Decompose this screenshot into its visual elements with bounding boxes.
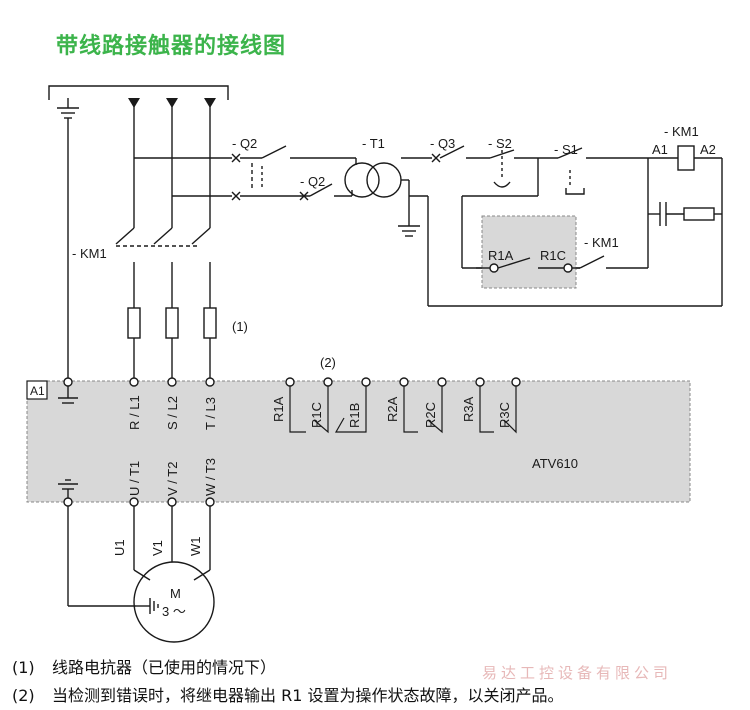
- reactor-l2: [165, 307, 179, 339]
- drive-atv610: [26, 380, 691, 503]
- diagram-title: 带线路接触器的接线图: [56, 34, 287, 59]
- label-terminal-l3: T / L3: [203, 397, 218, 430]
- drive-bottom-ground-icon: [58, 479, 78, 498]
- label-terminal-l2: S / L2: [165, 396, 180, 430]
- label-km1-aux: - KM1: [584, 235, 619, 250]
- label-drive-model: ATV610: [532, 456, 578, 471]
- wiring-diagram: - Q2 - Q2 - T1 - Q3 - S2 - S1 - KM1 A1 A…: [26, 85, 723, 643]
- label-a2: A2: [700, 142, 716, 157]
- label-motor-m: M: [170, 586, 181, 601]
- note-2-text: 当检测到错误时，将继电器输出 R1 设置为操作状态故障，以关闭产品。: [52, 686, 564, 705]
- label-t1: - T1: [362, 136, 385, 151]
- a1-box: [26, 380, 48, 400]
- arrow-l3-icon: [204, 98, 216, 108]
- arrow-l2-icon: [166, 98, 178, 108]
- label-relay-r1b: R1B: [347, 403, 362, 428]
- label-km1-coil: - KM1: [664, 124, 699, 139]
- label-relay-r3c: R3C: [497, 402, 512, 428]
- label-motor-w1: W1: [188, 537, 203, 557]
- r1-relay-box: [481, 215, 577, 289]
- label-terminal-t1: U / T1: [127, 461, 142, 496]
- watermark: 易达工控设备有限公司: [482, 664, 673, 682]
- reactor-l1: [127, 307, 141, 339]
- label-motor-v1: V1: [150, 540, 165, 556]
- transformer-ground-icon: [398, 210, 420, 237]
- label-relay-r1a: R1A: [271, 396, 286, 422]
- label-relay-r2c: R2C: [423, 402, 438, 428]
- supply-bracket: [48, 85, 229, 100]
- s2-mushroom-icon: [493, 181, 511, 188]
- label-r1c-top: R1C: [540, 248, 566, 263]
- label-s1: - S1: [554, 142, 578, 157]
- label-q3: - Q3: [430, 136, 455, 151]
- note-2: (2) 当检测到错误时，将继电器输出 R1 设置为操作状态故障，以关闭产品。: [12, 682, 563, 706]
- note-1: (1) 线路电抗器（已使用的情况下）: [12, 654, 276, 678]
- transformer-primary: [344, 162, 380, 198]
- arrow-l1-icon: [128, 98, 140, 108]
- km1-aux-contact: [579, 255, 605, 269]
- label-relay-r2a: R2A: [385, 396, 400, 422]
- label-q2-mid: - Q2: [300, 174, 325, 189]
- label-s2: - S2: [488, 136, 512, 151]
- label-relay-r1c: R1C: [309, 402, 324, 428]
- label-motor-phase: 3 ～: [162, 604, 186, 619]
- label-relay-r3a: R3A: [461, 396, 476, 422]
- drive-ground-icon: [58, 386, 78, 404]
- label-motor-u1: U1: [112, 539, 127, 556]
- s1-button-icon: [565, 188, 585, 195]
- label-terminal-l1: R / L1: [127, 395, 142, 430]
- transformer-secondary: [366, 162, 402, 198]
- label-r1a-top: R1A: [488, 248, 514, 263]
- label-terminal-t2: V / T2: [165, 462, 180, 496]
- label-a1-box: A1: [30, 384, 45, 398]
- km1-coil: [677, 145, 695, 171]
- label-terminal-t3: W / T3: [203, 458, 218, 496]
- note-1-number: (1): [12, 658, 35, 677]
- reactor-l3: [203, 307, 217, 339]
- label-q2-top: - Q2: [232, 136, 257, 151]
- label-note-ref-2: (2): [320, 355, 336, 370]
- label-note-ref-1: (1): [232, 319, 248, 334]
- label-a1: A1: [652, 142, 668, 157]
- label-km1-main: - KM1: [72, 246, 107, 261]
- motor-circle: [133, 561, 215, 643]
- note-2-number: (2): [12, 686, 35, 705]
- note-1-text: 线路电抗器（已使用的情况下）: [52, 658, 277, 677]
- ground-icon: [57, 98, 79, 119]
